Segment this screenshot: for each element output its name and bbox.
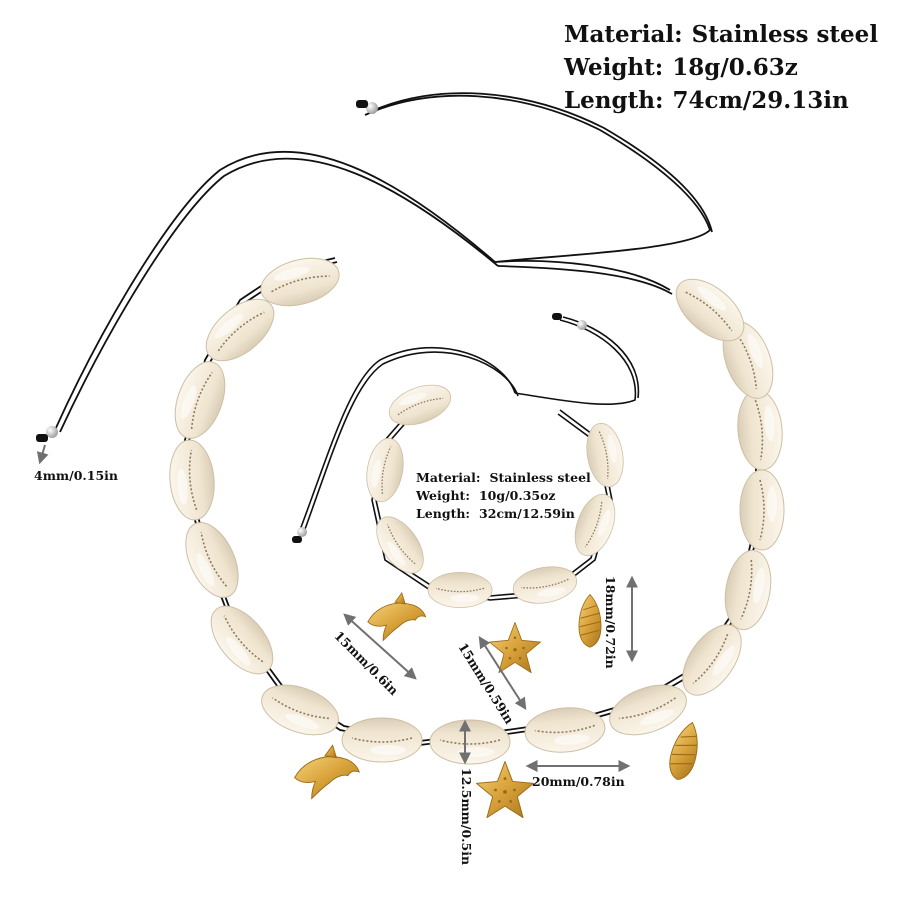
necklace-weight-label: Weight:	[564, 54, 664, 81]
conch-size-label: 18mm/0.72in	[603, 576, 618, 669]
necklace-length: Length: 74cm/29.13in	[564, 83, 849, 119]
bracelet-length-label: Length:	[416, 506, 471, 521]
measurement-arrows	[36, 444, 638, 772]
necklace-weight-value: 18g/0.63z	[672, 54, 798, 81]
shell-height-label: 12.5mm/0.5in	[459, 768, 474, 866]
bead-size-label: 4mm/0.15in	[34, 468, 118, 483]
necklace-length-value: 74cm/29.13in	[672, 87, 849, 114]
bracelet-beads	[292, 313, 587, 543]
necklace-material-label: Material:	[564, 21, 683, 48]
necklace-material: Material: Stainless steel	[564, 17, 878, 53]
bracelet-weight-value: 10g/0.35oz	[478, 488, 556, 503]
bracelet-length-value: 32cm/12.59in	[479, 506, 575, 521]
bracelet-weight-label: Weight:	[416, 488, 470, 503]
bracelet-material: Material: Stainless steel	[416, 469, 591, 487]
necklace-length-label: Length:	[564, 87, 664, 114]
necklace-material-value: Stainless steel	[691, 21, 879, 48]
bracelet-length: Length: 32cm/12.59in	[416, 505, 575, 523]
shell-width-label: 20mm/0.78in	[532, 774, 625, 789]
bracelet-weight: Weight: 10g/0.35oz	[416, 487, 556, 505]
bracelet-material-value: Stainless steel	[489, 470, 591, 485]
necklace-beads	[36, 100, 378, 442]
bracelet-material-label: Material:	[416, 470, 481, 485]
necklace-weight: Weight: 18g/0.63z	[564, 50, 798, 86]
